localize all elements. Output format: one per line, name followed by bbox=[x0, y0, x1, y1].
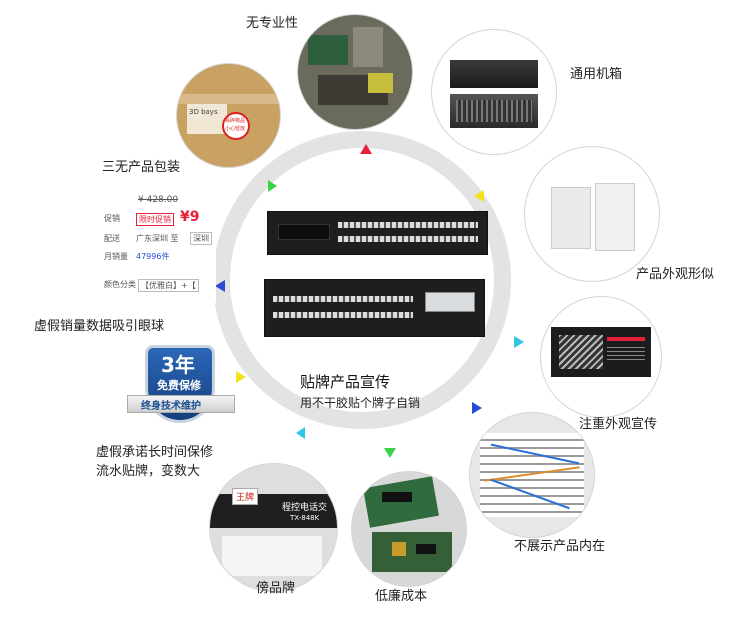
sales-monthly-label: 月销量 bbox=[104, 252, 128, 261]
sales-promo-label: 促销 bbox=[104, 214, 120, 223]
label-fake-warranty-line1: 虚假承诺长时间保修 bbox=[96, 445, 214, 460]
warranty-badge: 3年 免费保修 终身技术维护 bbox=[127, 345, 235, 425]
box-sticker-text1: 易碎物品 bbox=[225, 118, 246, 124]
center-subtitle: 用不干胶贴个牌子自销 bbox=[300, 396, 421, 410]
center-device-bottom bbox=[264, 279, 485, 337]
sales-ship-dest: 深圳 bbox=[190, 232, 212, 245]
ring-triangle-green-bottom bbox=[384, 448, 396, 458]
ring-triangle-blue-left bbox=[215, 280, 225, 292]
label-no-professional: 无专业性 bbox=[246, 16, 299, 31]
sales-price-old: ¥ 428.00 bbox=[138, 195, 179, 205]
sales-color-label: 颜色分类 bbox=[104, 280, 136, 289]
label-fake-warranty-line2: 流水贴牌，变数大 bbox=[96, 464, 201, 479]
sales-color-value: 【优雅白】+【 bbox=[138, 279, 199, 292]
circle-packaging-image: 3D bays 易碎物品 小心轻放 bbox=[176, 63, 281, 168]
box-sticker-brand: 3D bays bbox=[189, 108, 218, 116]
circle-factory-image bbox=[297, 14, 413, 130]
warranty-years: 3年 bbox=[161, 353, 195, 377]
ring-triangle-blue-right bbox=[472, 402, 482, 414]
label-generic-chassis: 通用机箱 bbox=[570, 67, 623, 82]
sales-promo-price: ¥9 bbox=[180, 209, 200, 225]
label-low-cost: 低廉成本 bbox=[375, 589, 428, 604]
circle-promo-image bbox=[540, 296, 662, 418]
brand-device-badge: 王牌 bbox=[232, 488, 259, 505]
sales-panel: ¥ 428.00 促销 限时促销 ¥9 配送 广东深圳 至 深圳 月销量 479… bbox=[98, 185, 216, 303]
ring-triangle-yellow-left bbox=[236, 371, 246, 383]
warranty-free: 免费保修 bbox=[157, 379, 201, 392]
ring-triangle-yellow-topright bbox=[474, 190, 484, 202]
sales-promo-tag: 限时促销 bbox=[136, 213, 174, 226]
label-three-no-packaging: 三无产品包装 bbox=[102, 160, 181, 175]
ring-triangle-green-topleft bbox=[268, 180, 277, 192]
ring-triangle-cyan-right bbox=[514, 336, 524, 348]
label-fake-sales: 虚假销量数据吸引眼球 bbox=[34, 319, 165, 334]
center-title: 贴牌产品宣传 bbox=[300, 373, 391, 391]
sales-monthly-value: 47996件 bbox=[136, 252, 170, 261]
box-sticker-text2: 小心轻放 bbox=[225, 126, 246, 132]
brand-device-model: TX-848K bbox=[290, 514, 320, 522]
brand-device-title: 程控电话交 bbox=[282, 503, 328, 513]
center-device-top bbox=[267, 211, 488, 255]
circle-wiring-image bbox=[469, 412, 595, 538]
label-imitation-brand: 傍品牌 bbox=[256, 581, 296, 596]
label-similar-appearance: 产品外观形似 bbox=[636, 267, 715, 282]
ring-triangle-red bbox=[360, 144, 372, 154]
circle-chassis-image bbox=[431, 29, 557, 155]
label-focus-appearance: 注重外观宣传 bbox=[579, 417, 658, 432]
sales-ship-label: 配送 bbox=[104, 234, 120, 243]
circle-pcb-image bbox=[351, 471, 467, 587]
label-hide-internals: 不展示产品内在 bbox=[514, 539, 606, 554]
circle-appearance-image bbox=[524, 146, 660, 282]
sales-ship-value: 广东深圳 至 bbox=[136, 234, 179, 243]
circle-brand-image: 王牌 程控电话交 TX-848K bbox=[209, 463, 338, 592]
ring-triangle-cyan-bottom bbox=[296, 427, 305, 439]
warranty-lifetime: 终身技术维护 bbox=[141, 401, 201, 412]
